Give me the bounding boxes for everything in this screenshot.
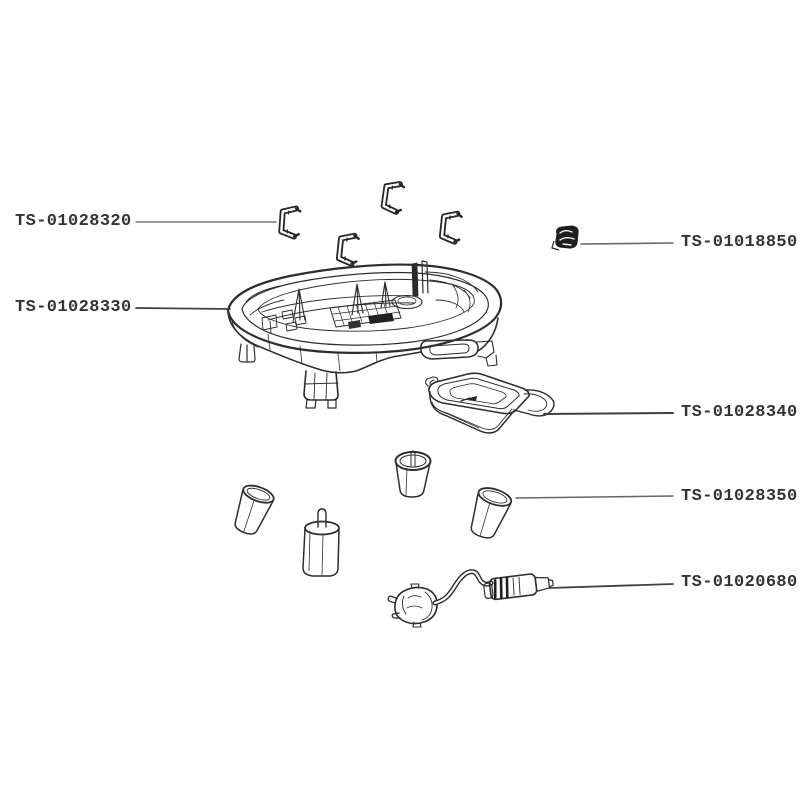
drip-tray-drawing [425, 372, 555, 434]
foot-cup-open-top [394, 450, 432, 498]
fixing-clip-4 [442, 212, 462, 242]
fixing-clip-3 [383, 182, 404, 212]
part-label-ts01028340: TS-01028340 [681, 403, 798, 422]
foot-cups-group [234, 450, 513, 577]
plug-head [387, 583, 438, 628]
fixing-clips-group [281, 182, 462, 264]
appliance-connector [483, 573, 554, 601]
part-label-ts01028350: TS-01028350 [681, 487, 798, 506]
part-label-ts01028330: TS-01028330 [15, 298, 132, 317]
leader-line-ts01020680 [548, 583, 674, 589]
leader-lines [135, 221, 674, 589]
fixing-clip-1 [281, 208, 300, 237]
indicator-light-drawing [551, 225, 579, 251]
fixing-clip-2 [339, 234, 359, 264]
leader-line-ts01018850 [580, 242, 674, 245]
part-label-ts01018850: TS-01018850 [681, 233, 798, 252]
foot-cup-tilted-left [234, 484, 275, 535]
leader-line-ts01028350 [515, 495, 674, 499]
base-housing-drawing [226, 260, 503, 409]
power-cord-drawing [387, 569, 554, 628]
foot-cup-tilted-right [470, 487, 513, 539]
part-label-ts01028320: TS-01028320 [15, 212, 132, 231]
part-label-ts01020680: TS-01020680 [681, 573, 798, 592]
leader-line-ts01028330 [135, 307, 231, 310]
leader-line-ts01028340 [543, 412, 674, 415]
foot-cup-upright-pin [302, 508, 340, 577]
